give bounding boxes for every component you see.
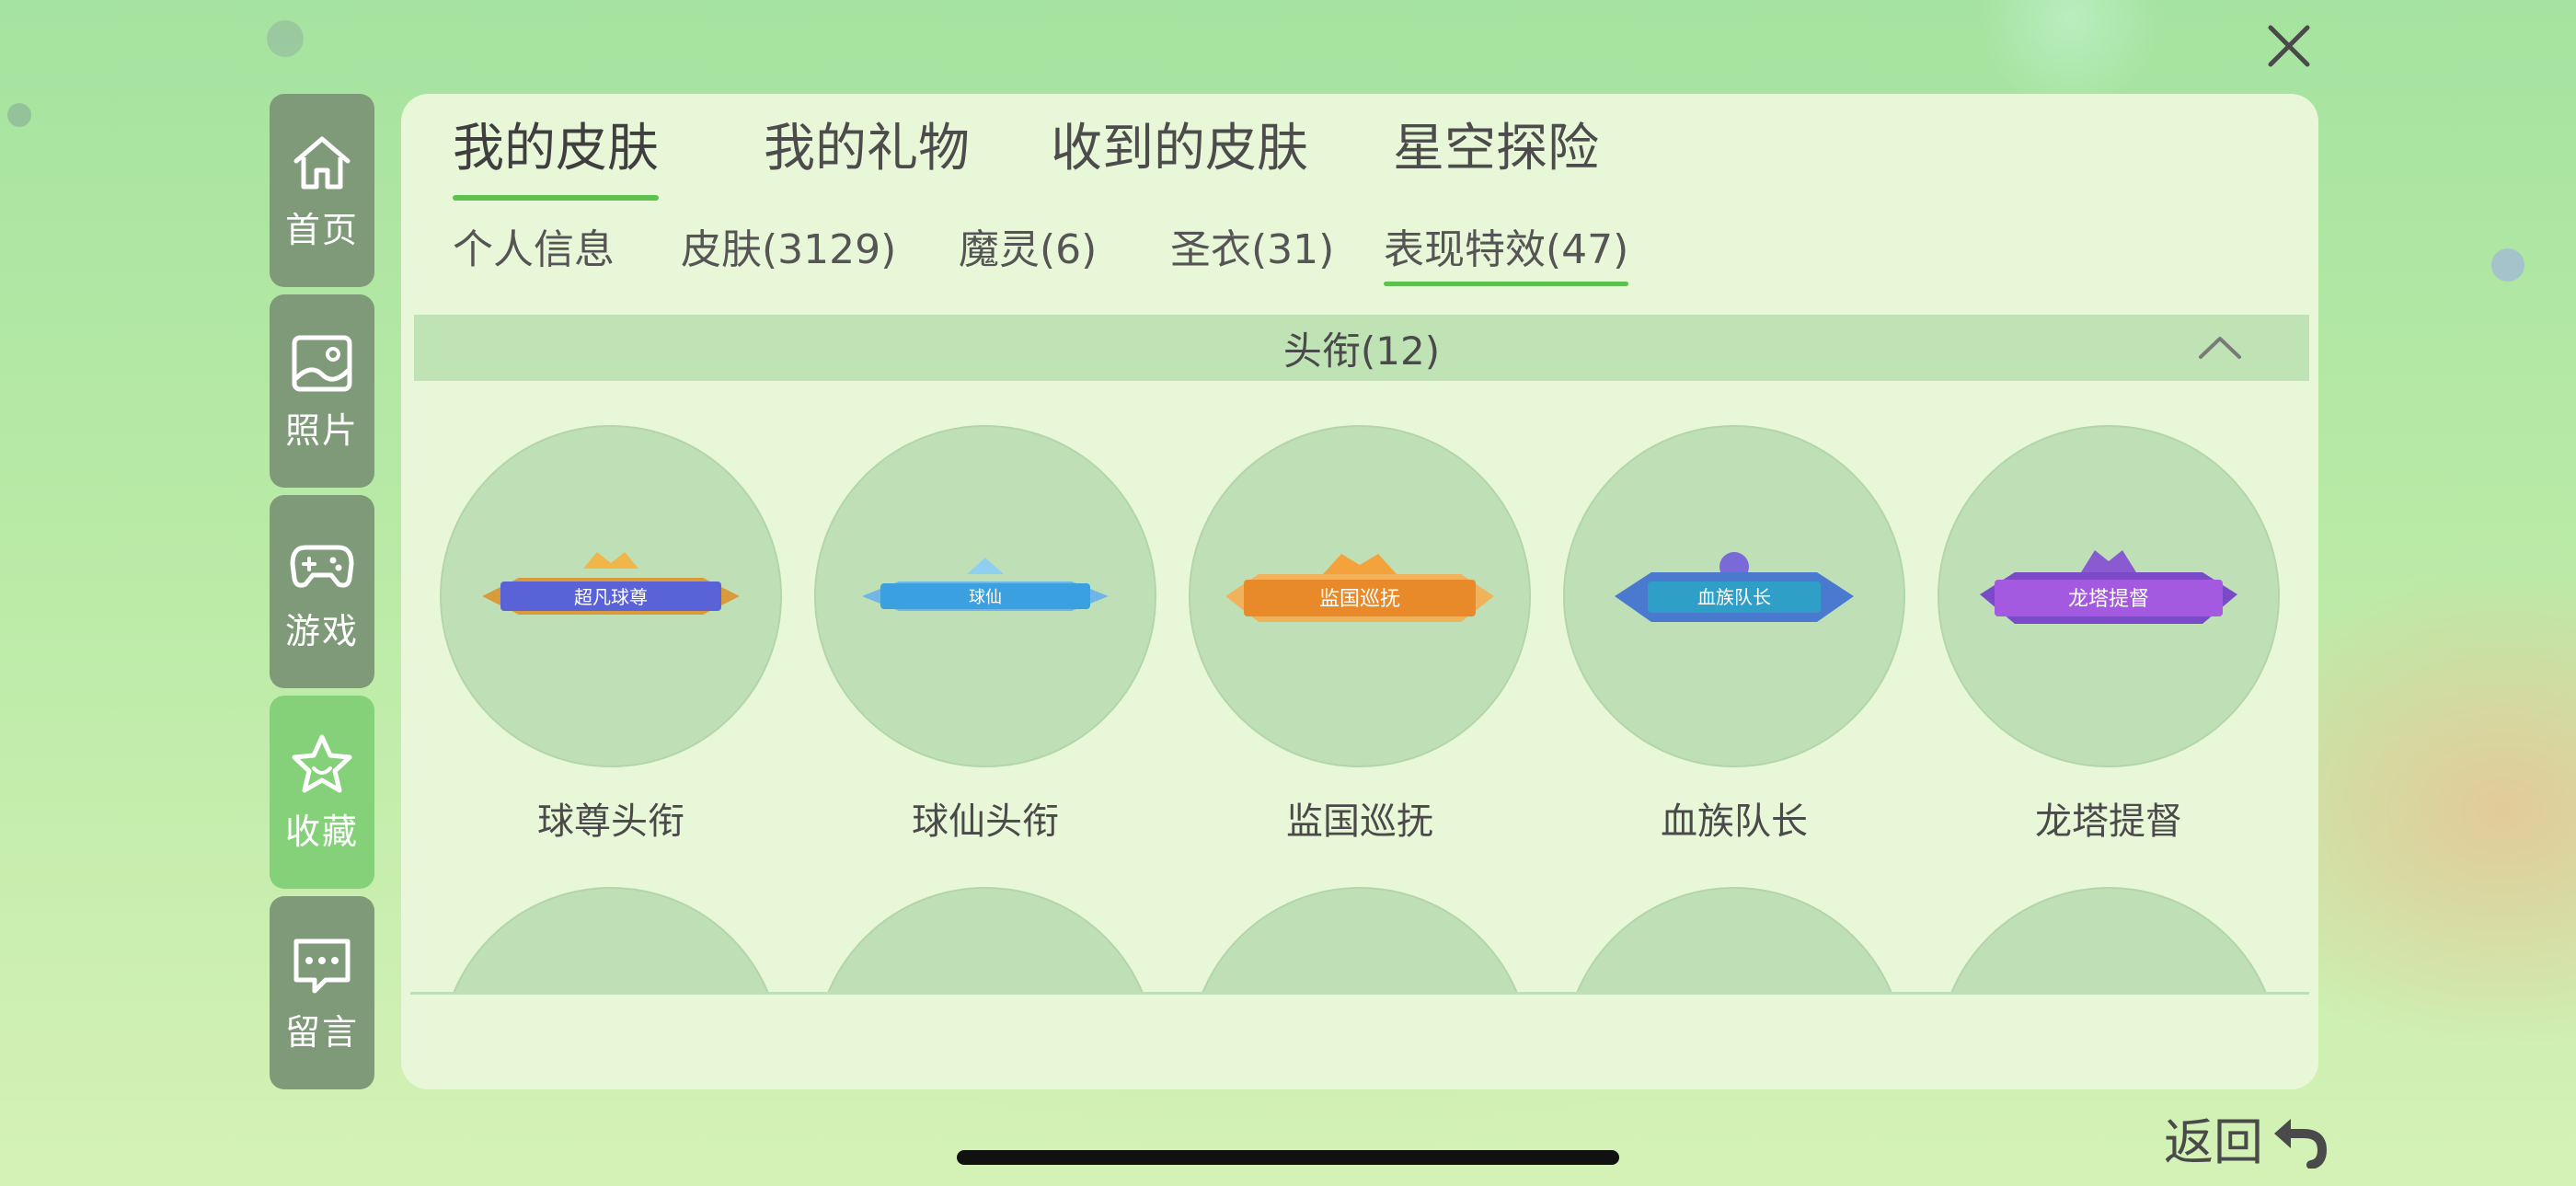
chevron-up-icon[interactable] xyxy=(2197,329,2243,366)
title-item[interactable]: 超凡球尊 球尊头衔 xyxy=(440,425,782,845)
close-button[interactable] xyxy=(2261,18,2317,74)
title-badge-icon: 超凡球尊 xyxy=(482,552,740,615)
title-item[interactable]: 球仙 球仙头衔 xyxy=(814,425,1156,845)
title-item-name: 监国巡抚 xyxy=(1286,800,1433,843)
sidebar-item-home[interactable]: 首页 xyxy=(270,94,374,287)
section-title: 头衔(12) xyxy=(1282,328,1441,374)
active-subtab-indicator xyxy=(1384,282,1629,286)
subtab-label: 个人信息 xyxy=(453,226,615,273)
sidebar-item-label: 收藏 xyxy=(284,811,359,852)
back-button[interactable]: 返回 xyxy=(2164,1100,2329,1174)
badge-text: 监国巡抚 xyxy=(1319,588,1400,611)
title-badge-icon: 球仙 xyxy=(862,558,1109,611)
sidebar-item-label: 照片 xyxy=(284,409,359,451)
title-item-name: 球尊头衔 xyxy=(537,800,684,843)
main-panel: 我的皮肤 我的礼物 收到的皮肤 星空探险 个人信息 皮肤(3129) 魔灵(6)… xyxy=(401,94,2318,1089)
title-item-name: 龙塔提督 xyxy=(2035,800,2182,843)
title-badge-icon: 龙塔提督 xyxy=(1980,550,2237,624)
tab-label: 收到的皮肤 xyxy=(1051,119,1308,178)
title-item[interactable]: 监国巡抚 监国巡抚 xyxy=(1189,425,1531,845)
return-arrow-icon xyxy=(2274,1119,2328,1169)
subtab-label: 表现特效(47) xyxy=(1384,226,1629,273)
subtab-label: 圣衣(31) xyxy=(1170,226,1335,273)
subtab-effects[interactable]: 表现特效(47) xyxy=(1384,223,1629,286)
title-item-circle: 球仙 xyxy=(814,425,1156,767)
background-dot xyxy=(2491,248,2524,282)
sidebar-item-label: 首页 xyxy=(284,209,359,250)
close-icon xyxy=(2268,25,2310,67)
title-item[interactable]: 龙塔提督 龙塔提督 xyxy=(1938,425,2280,845)
title-badge-icon: 监国巡抚 xyxy=(1225,554,1494,622)
gamepad-icon xyxy=(290,545,354,588)
title-badge-icon: 血族队长 xyxy=(1615,552,1854,622)
sidebar-item-label: 留言 xyxy=(284,1011,359,1053)
badge-text: 球仙 xyxy=(969,588,1002,607)
title-item-name: 血族队长 xyxy=(1661,800,1808,843)
titles-section-header[interactable]: 头衔(12) xyxy=(414,315,2309,381)
sidebar-item-photos[interactable]: 照片 xyxy=(270,294,374,488)
title-item-name: 球仙头衔 xyxy=(912,800,1059,843)
title-item[interactable]: 血族队长 血族队长 xyxy=(1563,425,1905,845)
title-item-circle: 监国巡抚 xyxy=(1189,425,1531,767)
home-icon xyxy=(293,136,351,189)
badge-text: 超凡球尊 xyxy=(574,586,648,608)
active-tab-indicator xyxy=(453,195,659,201)
title-item-circle: 血族队长 xyxy=(1563,425,1905,767)
background-dot xyxy=(7,103,31,127)
tab-my-gifts[interactable]: 我的礼物 xyxy=(764,114,970,184)
subtab-skins[interactable]: 皮肤(3129) xyxy=(681,223,896,278)
subtab-profile[interactable]: 个人信息 xyxy=(453,223,615,278)
badge-text: 血族队长 xyxy=(1697,586,1771,608)
subtab-label: 皮肤(3129) xyxy=(681,226,897,273)
subtab-spirits[interactable]: 魔灵(6) xyxy=(959,223,1097,278)
home-indicator[interactable] xyxy=(957,1150,1619,1165)
sidebar-item-label: 游戏 xyxy=(284,610,359,651)
back-label: 返回 xyxy=(2164,1112,2263,1171)
photo-icon xyxy=(292,335,352,391)
divider xyxy=(410,992,2309,995)
message-icon xyxy=(293,938,351,993)
subtab-armor[interactable]: 圣衣(31) xyxy=(1170,223,1334,278)
sidebar-item-messages[interactable]: 留言 xyxy=(270,896,374,1089)
background-dot xyxy=(267,20,304,57)
tab-label: 我的皮肤 xyxy=(453,119,659,178)
star-icon xyxy=(292,734,352,792)
title-item-circle: 超凡球尊 xyxy=(440,425,782,767)
list-scroll-mask xyxy=(401,994,2318,1089)
sidebar-item-games[interactable]: 游戏 xyxy=(270,495,374,688)
tab-label: 星空探险 xyxy=(1393,119,1599,178)
tab-my-skins[interactable]: 我的皮肤 xyxy=(453,114,659,201)
badge-text: 龙塔提督 xyxy=(2068,588,2149,611)
tab-star-adventure[interactable]: 星空探险 xyxy=(1393,114,1599,184)
title-item-circle: 龙塔提督 xyxy=(1938,425,2280,767)
subtab-label: 魔灵(6) xyxy=(959,226,1098,273)
tab-received-skins[interactable]: 收到的皮肤 xyxy=(1051,114,1308,184)
tab-label: 我的礼物 xyxy=(764,119,970,178)
sidebar-item-favorites[interactable]: 收藏 xyxy=(270,696,374,889)
